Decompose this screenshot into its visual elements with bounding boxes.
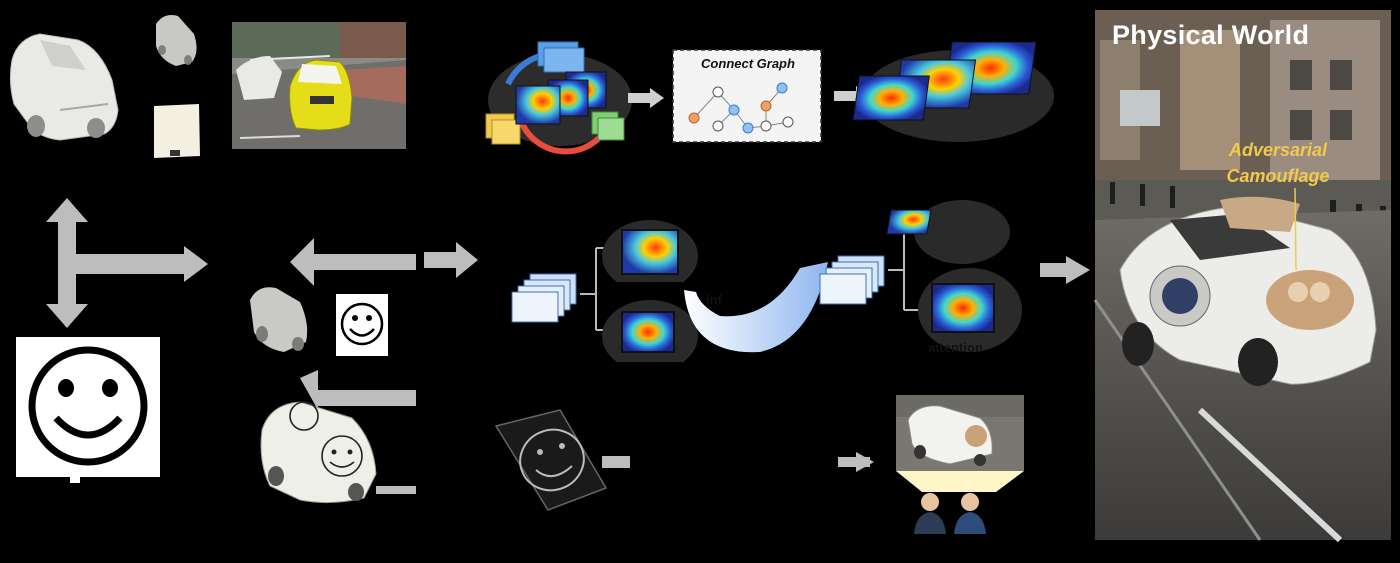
evaluation-scene — [896, 395, 1024, 492]
arrow-left-to-models — [290, 238, 416, 286]
connect-graph-box — [672, 49, 822, 143]
information-flow-swoosh — [684, 262, 828, 353]
attention-map-right-lower — [918, 268, 1022, 352]
arrow-tail-bottom — [376, 486, 416, 494]
white-car-model-small — [156, 15, 197, 66]
encoder-stack-left — [511, 273, 577, 323]
arrow-up-to-car — [300, 370, 416, 410]
white-car-model-large — [9, 33, 119, 141]
multi-view-feature-cluster — [485, 41, 632, 155]
adversarial-camouflage-label: Adversarial Camouflage — [1203, 137, 1353, 189]
stacked-attention-maps — [852, 41, 1054, 142]
blank-texture-patch — [154, 104, 200, 158]
simulation-scene-image — [232, 22, 406, 149]
warped-smiley-texture — [494, 409, 608, 511]
arrow-right-to-encoder — [424, 242, 478, 278]
partial-label-inf: inf — [706, 292, 722, 307]
attention-map-upper — [602, 220, 698, 300]
car-with-smiley-texture — [260, 401, 377, 504]
car-model-middle — [250, 287, 308, 352]
branch-bracket-right — [888, 231, 920, 311]
attention-map-lower — [602, 300, 698, 376]
physical-world-title: Physical World — [1112, 20, 1310, 50]
attention-map-right-upper — [886, 200, 1010, 264]
smiley-sticker-small — [336, 294, 388, 356]
bidirectional-arrows — [46, 198, 208, 328]
connect-graph-label: Connect Graph — [701, 56, 795, 71]
physical-world-photo — [1093, 10, 1391, 543]
encoder-stack-right — [819, 255, 885, 305]
observer-icons — [914, 493, 986, 534]
smiley-face-texture — [16, 337, 160, 483]
adversarial-camouflage-line1: Adversarial — [1228, 140, 1328, 160]
partial-label-attention: attention — [928, 340, 983, 355]
adversarial-camouflage-line2: Camouflage — [1226, 166, 1330, 186]
